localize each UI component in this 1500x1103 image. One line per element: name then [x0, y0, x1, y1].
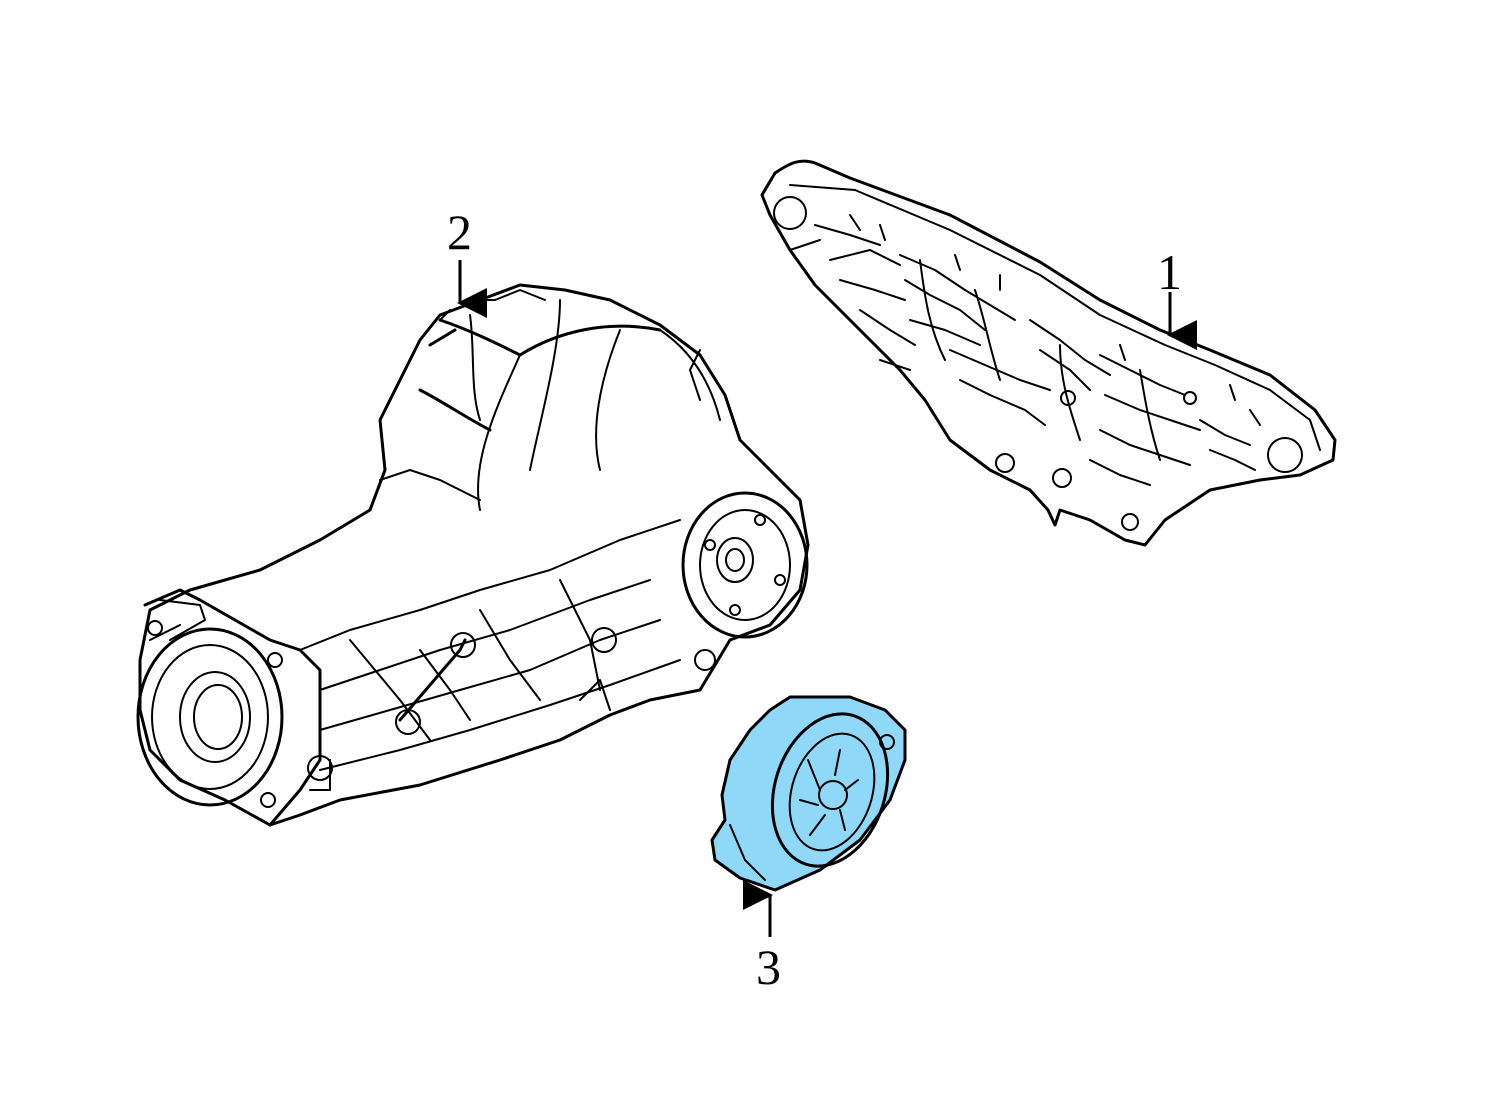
callout-label-3[interactable]: 3: [756, 939, 781, 995]
part-1-mount-bracket[interactable]: [760, 159, 1337, 547]
callout-label-1[interactable]: 1: [1157, 244, 1182, 300]
callout-label-2[interactable]: 2: [447, 204, 472, 260]
part-2-differential[interactable]: [136, 283, 810, 827]
part-3-mount-bushing[interactable]: [710, 695, 907, 892]
